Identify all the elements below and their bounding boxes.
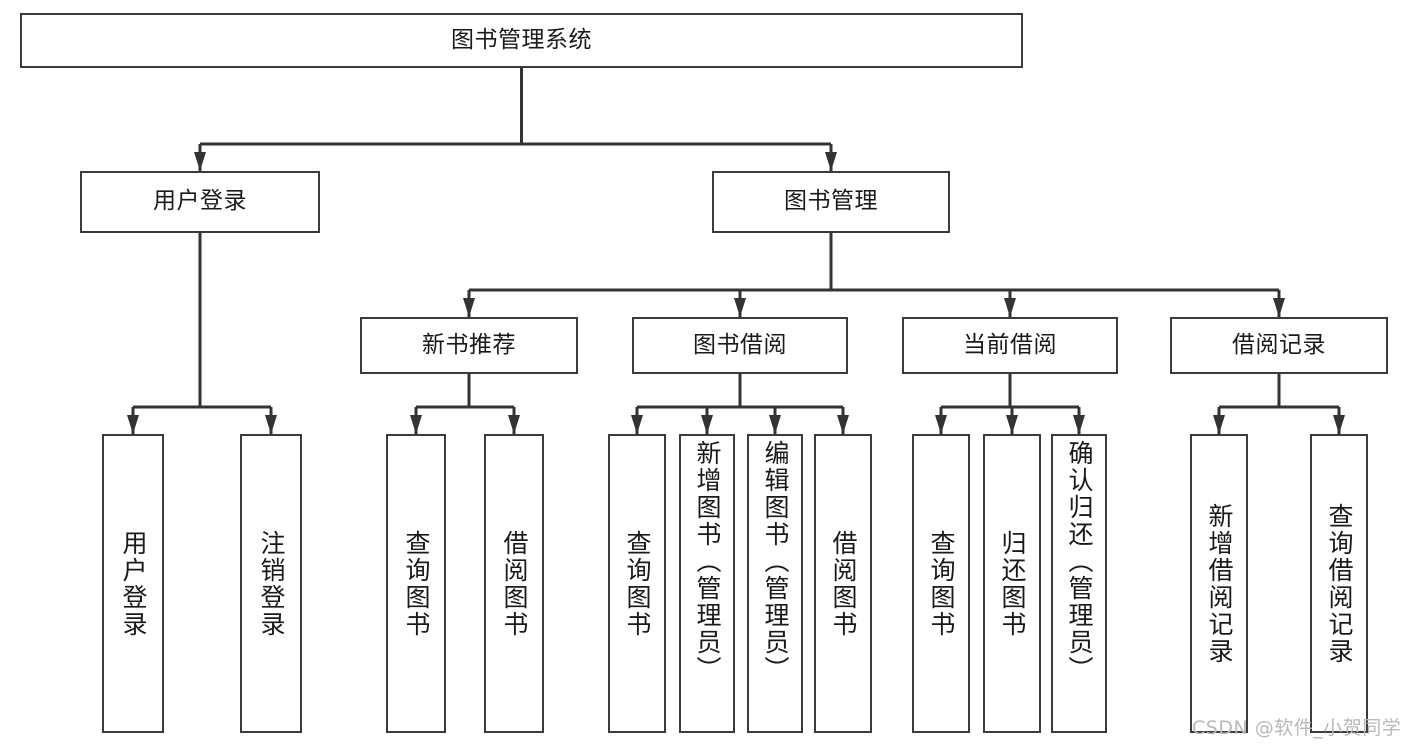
node-label: 查询图书	[402, 529, 431, 638]
node-current-borrow[interactable]: 当前借阅	[902, 317, 1118, 374]
node-label: 查询借阅记录	[1325, 502, 1354, 665]
node-leaf-edit-book[interactable]: 编辑图书（管理员）	[747, 434, 803, 733]
node-leaf-query-record[interactable]: 查询借阅记录	[1310, 434, 1368, 733]
node-label: 新书推荐	[422, 331, 516, 358]
node-leaf-borrow-book-1[interactable]: 借阅图书	[484, 434, 544, 733]
node-label: 用户登录	[119, 529, 148, 638]
node-label: 新增借阅记录	[1205, 502, 1234, 665]
node-label: 借阅图书	[829, 529, 858, 638]
node-label: 用户登录	[153, 188, 247, 215]
node-label: 借阅记录	[1232, 331, 1326, 358]
node-leaf-add-book[interactable]: 新增图书（管理员）	[679, 434, 735, 733]
node-leaf-borrow-book-2[interactable]: 借阅图书	[814, 434, 872, 733]
node-label: 注销登录	[257, 529, 286, 638]
node-label: 查询图书	[623, 529, 652, 638]
node-label: 当前借阅	[963, 331, 1057, 358]
node-leaf-confirm-return[interactable]: 确认归还（管理员）	[1051, 434, 1107, 733]
node-leaf-logout[interactable]: 注销登录	[240, 434, 302, 733]
node-label: 编辑图书（管理员）	[761, 440, 790, 683]
node-borrow-record[interactable]: 借阅记录	[1170, 317, 1388, 374]
node-label: 确认归还（管理员）	[1065, 440, 1094, 683]
node-label: 图书管理系统	[451, 26, 592, 53]
node-user-login[interactable]: 用户登录	[80, 171, 320, 233]
node-leaf-query-book-2[interactable]: 查询图书	[608, 434, 666, 733]
node-new-book-recommend[interactable]: 新书推荐	[360, 317, 578, 374]
node-leaf-query-book-1[interactable]: 查询图书	[386, 434, 446, 733]
node-leaf-user-login[interactable]: 用户登录	[102, 434, 164, 733]
node-leaf-query-book-3[interactable]: 查询图书	[912, 434, 970, 733]
node-label: 新增图书（管理员）	[693, 440, 722, 683]
node-label: 归还图书	[998, 529, 1027, 638]
node-label: 查询图书	[927, 529, 956, 638]
node-label: 图书借阅	[693, 331, 787, 358]
node-book-manage[interactable]: 图书管理	[712, 171, 950, 233]
node-book-borrow[interactable]: 图书借阅	[632, 317, 848, 374]
csdn-watermark: CSDN @软件_小贺同学	[1192, 717, 1402, 739]
node-label: 借阅图书	[500, 529, 529, 638]
node-label: 图书管理	[784, 188, 878, 215]
node-leaf-return-book[interactable]: 归还图书	[983, 434, 1041, 733]
node-root[interactable]: 图书管理系统	[20, 13, 1023, 68]
node-leaf-add-record[interactable]: 新增借阅记录	[1190, 434, 1248, 733]
